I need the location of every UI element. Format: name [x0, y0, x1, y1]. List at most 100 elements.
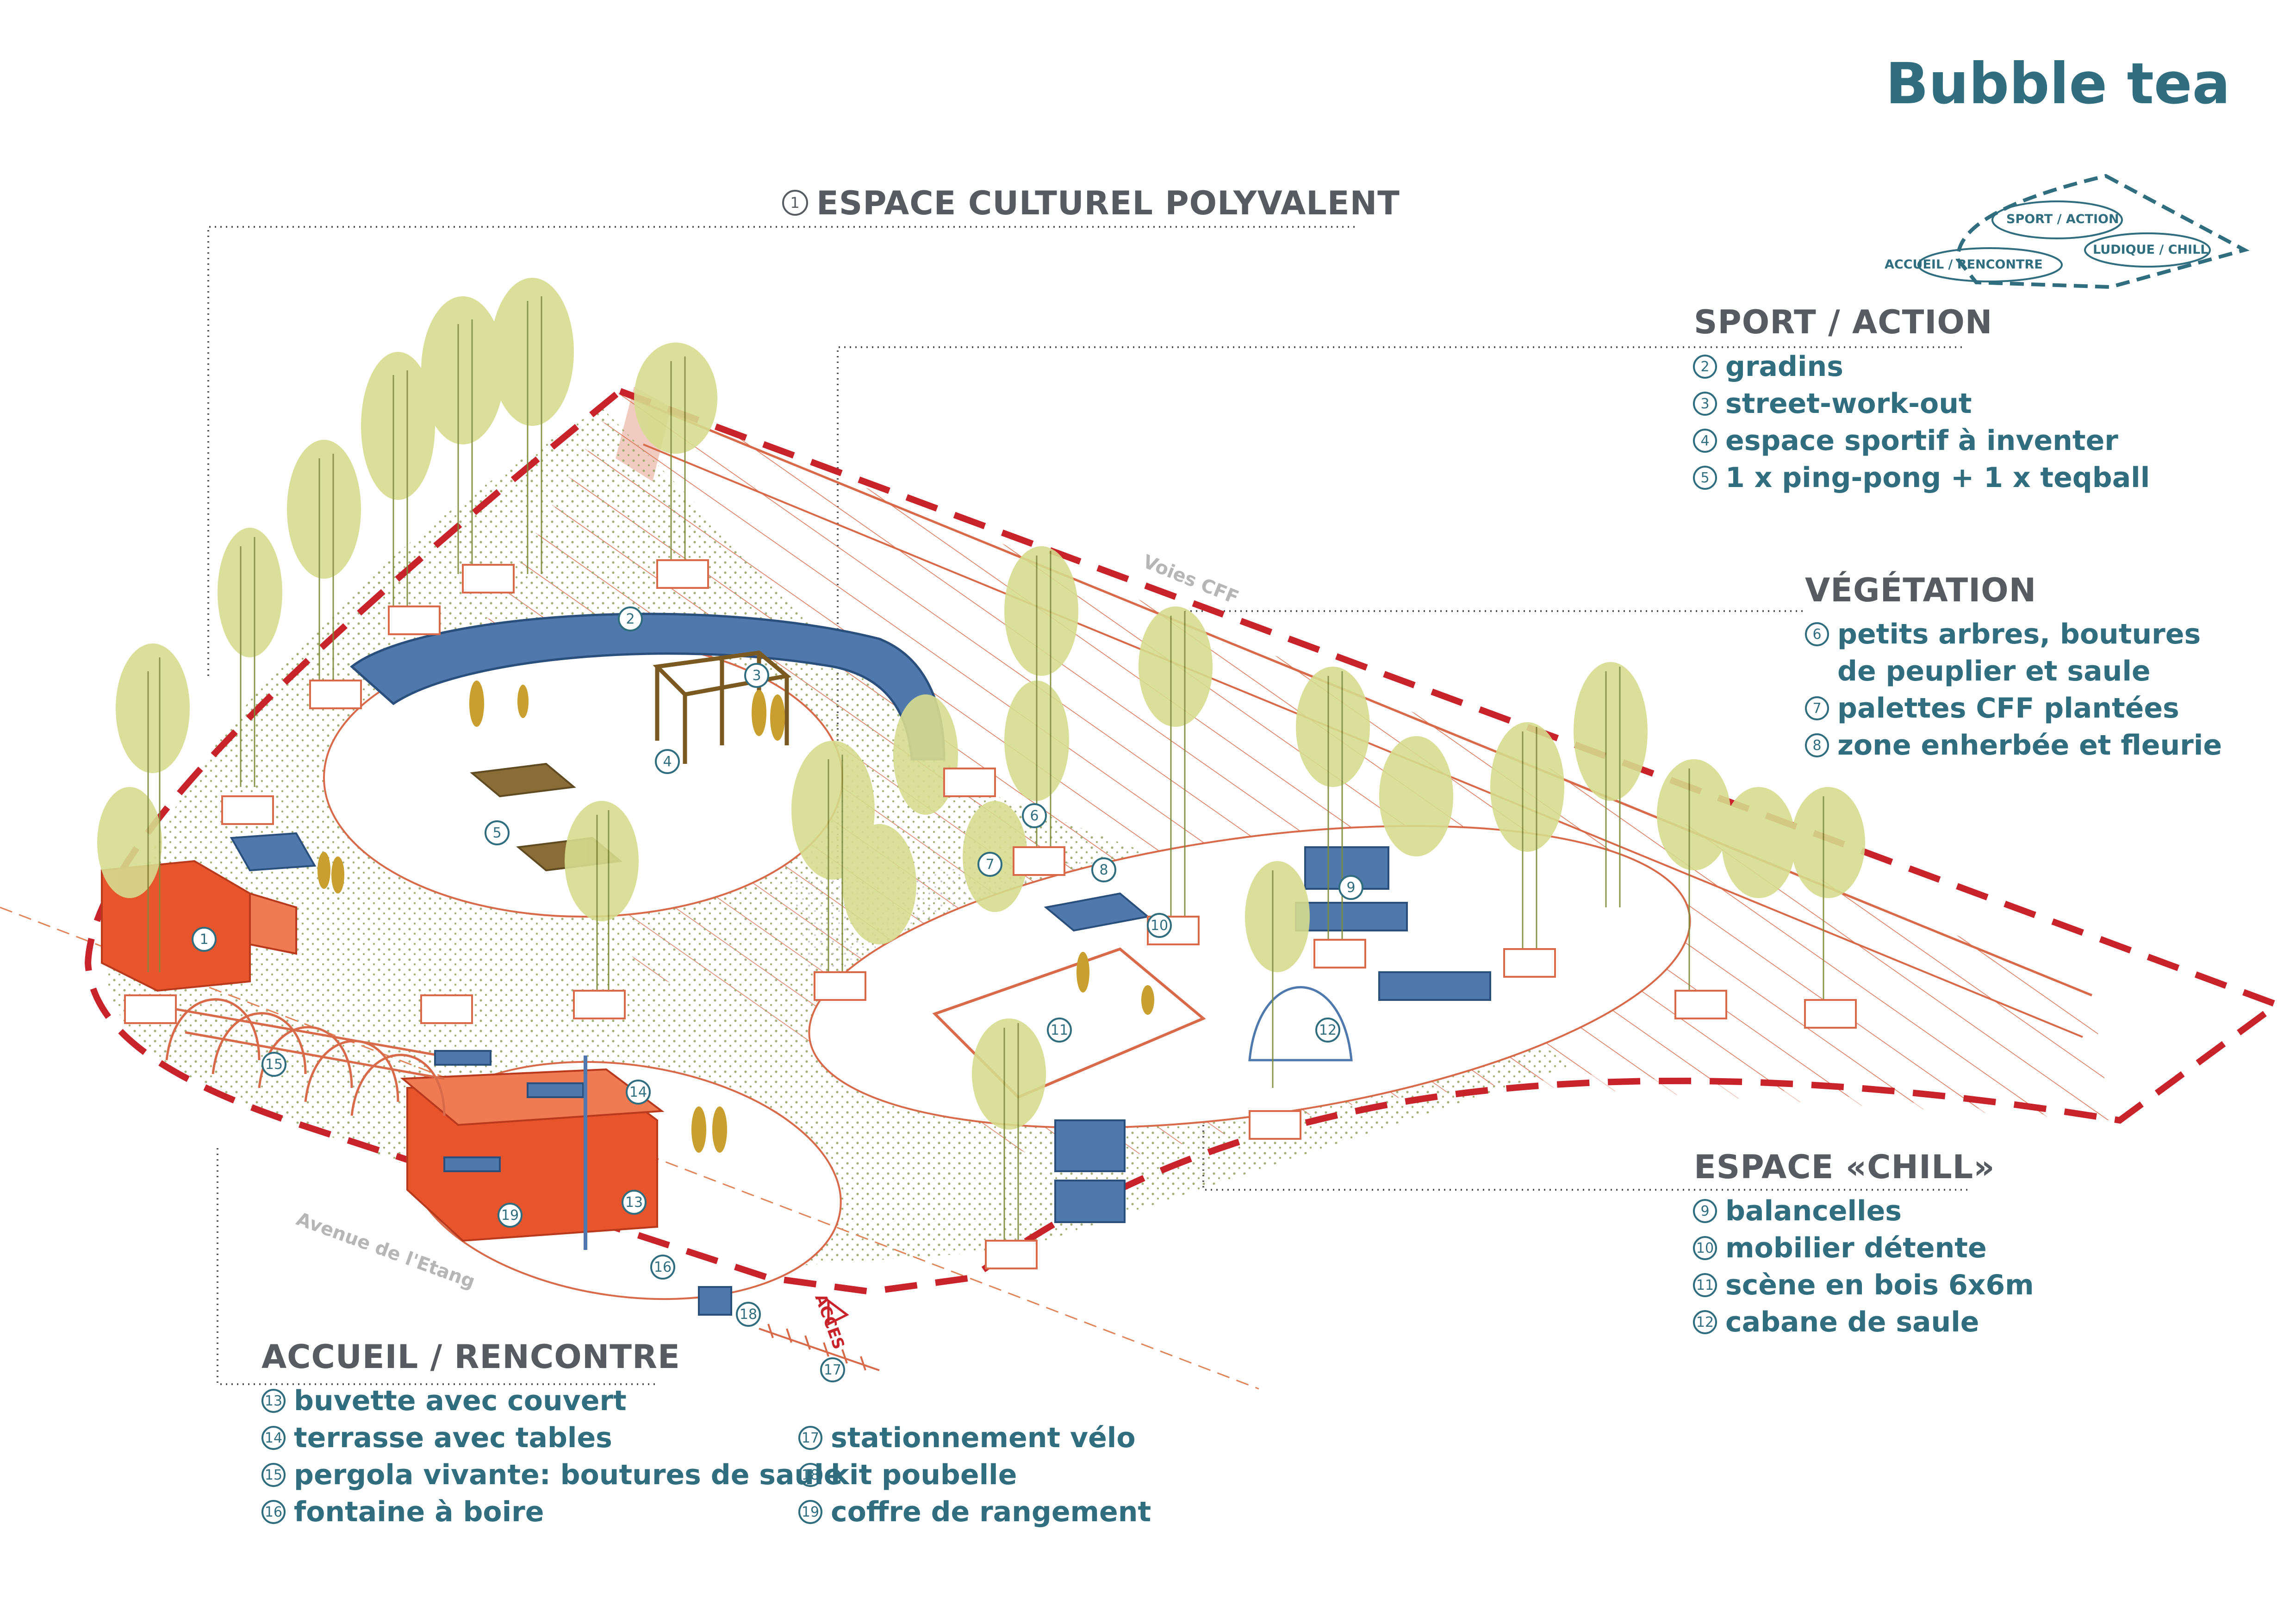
item-number: 10: [1693, 1236, 1717, 1260]
bike-rack: [759, 1324, 880, 1371]
item-text: cabane de saule: [1725, 1306, 1979, 1338]
list-item: 13 buvette avec couvert: [261, 1382, 842, 1419]
plan-marker-14: 14: [626, 1080, 651, 1105]
item-number: 7: [1805, 696, 1829, 720]
leader-lines: [207, 226, 1972, 1385]
item-text: pergola vivante: boutures de saule: [294, 1459, 843, 1491]
item-text: terrasse avec tables: [294, 1422, 612, 1454]
list-item: 8 zone enherbée et fleurie: [1805, 727, 2222, 764]
item-text: espace sportif à inventer: [1725, 425, 2118, 457]
list-item: 10 mobilier détente: [1693, 1230, 2034, 1267]
item-text: fontaine à boire: [294, 1496, 544, 1528]
item-number: 5: [1693, 466, 1717, 490]
plan-marker-15: 15: [261, 1052, 286, 1077]
planter-boxes: [124, 559, 1857, 1269]
item-number: 2: [1693, 355, 1717, 379]
mini-map-label-ludique: LUDIQUE / CHILL: [2093, 243, 2209, 257]
item-text: street-work-out: [1725, 387, 1972, 420]
accueil-list-right: 17 stationnement vélo 18 kit poubelle 19 co…: [798, 1419, 1151, 1530]
culturel-number: 1: [782, 189, 808, 216]
list-item: 12 cabane de saule: [1693, 1304, 2034, 1341]
acces-arrow: [827, 1299, 849, 1326]
item-text: buvette avec couvert: [294, 1385, 627, 1417]
list-item: 3 street-work-out: [1693, 385, 2150, 422]
item-number: 12: [1693, 1310, 1717, 1334]
plan-marker-9: 9: [1338, 875, 1363, 900]
item-number: 6: [1805, 622, 1829, 646]
plan-marker-6: 6: [1022, 803, 1047, 828]
pergola-arches: [165, 998, 446, 1116]
plan-marker-12: 12: [1315, 1018, 1340, 1043]
plan-marker-4: 4: [655, 749, 680, 774]
item-text: 1 x ping-pong + 1 x teqball: [1725, 462, 2150, 494]
item-number: 13: [261, 1389, 286, 1413]
mini-map-label-sport: SPORT / ACTION: [2006, 212, 2119, 226]
willow-hut: [1248, 986, 1353, 1062]
plan-marker-10: 10: [1147, 913, 1172, 938]
item-number: 14: [261, 1426, 286, 1450]
item-text: balancelles: [1725, 1195, 1902, 1227]
item-text: gradins: [1725, 350, 1843, 383]
item-number: 18: [798, 1463, 822, 1487]
plan-marker-8: 8: [1091, 857, 1116, 882]
plan-marker-11: 11: [1047, 1018, 1072, 1043]
list-item: 17 stationnement vélo: [798, 1419, 1151, 1456]
list-item: 19 coffre de rangement: [798, 1493, 1151, 1530]
list-item: 11 scène en bois 6x6m: [1693, 1267, 2034, 1304]
item-number: 9: [1693, 1199, 1717, 1223]
plan-marker-16: 16: [650, 1255, 675, 1280]
item-number: 3: [1693, 392, 1717, 416]
list-item: 7 palettes CFF plantées: [1805, 690, 2222, 727]
site-boundary: [84, 387, 2284, 1295]
vegetation-heading: VÉGÉTATION: [1805, 571, 2037, 609]
chill-heading: ESPACE «CHILL»: [1694, 1148, 1995, 1186]
plan-marker-3: 3: [744, 663, 769, 688]
blue-furniture: [230, 832, 1491, 1316]
item-number: 19: [798, 1500, 822, 1524]
plan-marker-19: 19: [498, 1203, 523, 1228]
item-number: 15: [261, 1463, 286, 1487]
item-text: scène en bois 6x6m: [1725, 1269, 2034, 1301]
plan-marker-7: 7: [977, 852, 1002, 877]
item-text: zone enherbée et fleurie: [1837, 729, 2222, 762]
list-item: 16 fontaine à boire: [261, 1493, 842, 1530]
item-text: kit poubelle: [831, 1459, 1017, 1491]
list-item: 6 petits arbres, boutures: [1805, 616, 2222, 653]
list-item: 4 espace sportif à inventer: [1693, 422, 2150, 459]
item-text: palettes CFF plantées: [1837, 692, 2179, 725]
item-number: 17: [798, 1426, 822, 1450]
plan-marker-18: 18: [736, 1302, 761, 1327]
plan-marker-2: 2: [618, 606, 643, 631]
mini-map-label-accueil: ACCUEIL / RENCONTRE: [1885, 257, 2043, 272]
page-title: Bubble tea: [1885, 51, 2230, 117]
item-text: mobilier détente: [1725, 1232, 1987, 1264]
item-text: coffre de rangement: [831, 1496, 1151, 1528]
item-text: stationnement vélo: [831, 1422, 1136, 1454]
list-item: 9 balancelles: [1693, 1193, 2034, 1230]
chill-list: 9 balancelles 10 mobilier détente 11 scène …: [1693, 1193, 2034, 1341]
culturel-heading: 1 ESPACE CULTUREL POLYVALENT: [782, 184, 1400, 222]
sport-heading: SPORT / ACTION: [1694, 303, 1993, 341]
item-number: 8: [1805, 733, 1829, 757]
list-item: 14 terrasse avec tables: [261, 1419, 842, 1456]
list-item: 2 gradins: [1693, 348, 2150, 385]
sport-list: 2 gradins 3 street-work-out 4 espace sporti…: [1693, 348, 2150, 496]
item-number: 11: [1693, 1273, 1717, 1297]
plan-marker-5: 5: [485, 820, 510, 845]
vegetation-list: 6 petits arbres, boutures de peuplier et …: [1805, 616, 2222, 764]
item-number: 16: [261, 1500, 286, 1524]
item-text: petits arbres, boutures: [1837, 618, 2201, 650]
item-number: 4: [1693, 429, 1717, 453]
culturel-heading-text: ESPACE CULTUREL POLYVALENT: [816, 184, 1400, 222]
list-item: 18 kit poubelle: [798, 1456, 1151, 1493]
accueil-heading: ACCUEIL / RENCONTRE: [261, 1338, 680, 1376]
people-figures: [317, 681, 1154, 1153]
accueil-list-left: 13 buvette avec couvert 14 terrasse avec t…: [261, 1382, 842, 1530]
plan-marker-13: 13: [622, 1190, 647, 1215]
plan-marker-17: 17: [820, 1357, 845, 1382]
list-item-continuation: de peuplier et saule: [1837, 655, 2151, 687]
list-item: 5 1 x ping-pong + 1 x teqball: [1693, 459, 2150, 496]
plan-marker-1: 1: [192, 927, 217, 952]
